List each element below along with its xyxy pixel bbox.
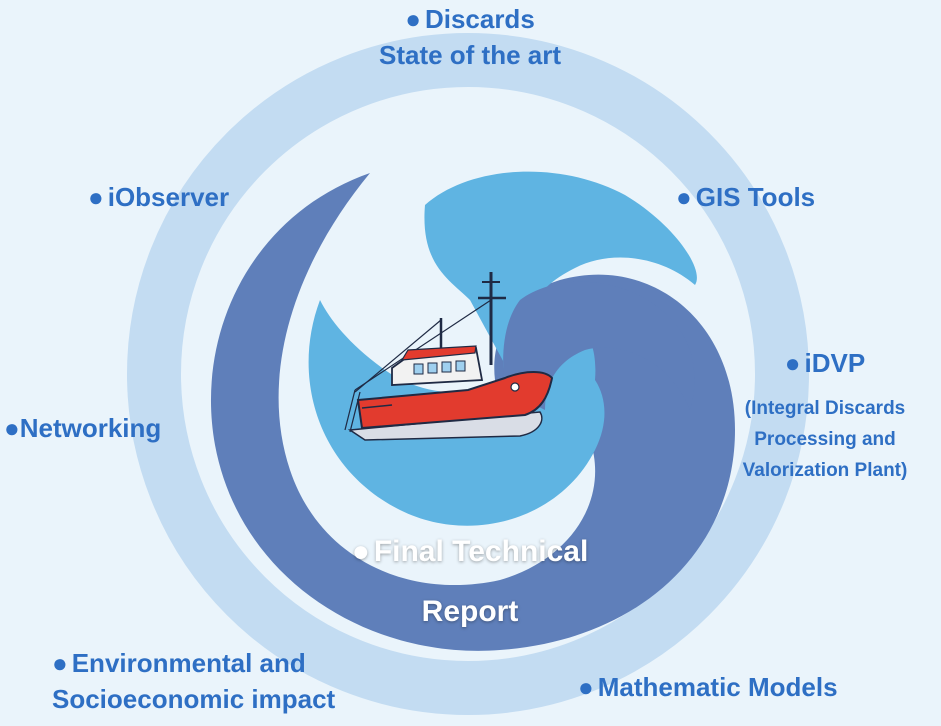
label-iobserver: ●iObserver — [88, 182, 230, 212]
bullet-icon: ● — [405, 4, 421, 34]
label-final-technical-report-2: Report — [421, 595, 519, 628]
label-discards: ●Discards — [405, 4, 535, 34]
label-idvp-detail-1: (Integral Discards — [744, 398, 906, 419]
bullet-icon: ● — [578, 672, 594, 702]
bullet-icon: ● — [351, 535, 370, 568]
bullet-icon: ● — [52, 648, 68, 678]
fishing-boat-icon — [344, 272, 554, 441]
label-networking: ●Networking — [4, 413, 162, 443]
bullet-icon: ● — [676, 182, 692, 212]
label-environmental-1: ●Environmental and — [52, 648, 306, 678]
label-idvp-detail-3: Valorization Plant) — [742, 460, 908, 481]
label-gis-tools: ●GIS Tools — [676, 182, 816, 212]
label-idvp: ●iDVP — [784, 348, 866, 378]
bullet-icon: ● — [88, 182, 104, 212]
bullet-icon: ● — [4, 413, 20, 443]
label-mathematic-models: ●Mathematic Models — [578, 672, 838, 702]
label-final-technical-report-1: ●Final Technical — [300, 530, 640, 574]
outer-ring — [127, 33, 809, 715]
label-environmental-2: Socioeconomic impact — [52, 684, 336, 714]
label-state-of-the-art: State of the art — [378, 40, 562, 70]
light-wave-top — [424, 171, 697, 370]
label-idvp-detail-2: Processing and — [754, 429, 896, 450]
bullet-icon: ● — [784, 348, 801, 378]
